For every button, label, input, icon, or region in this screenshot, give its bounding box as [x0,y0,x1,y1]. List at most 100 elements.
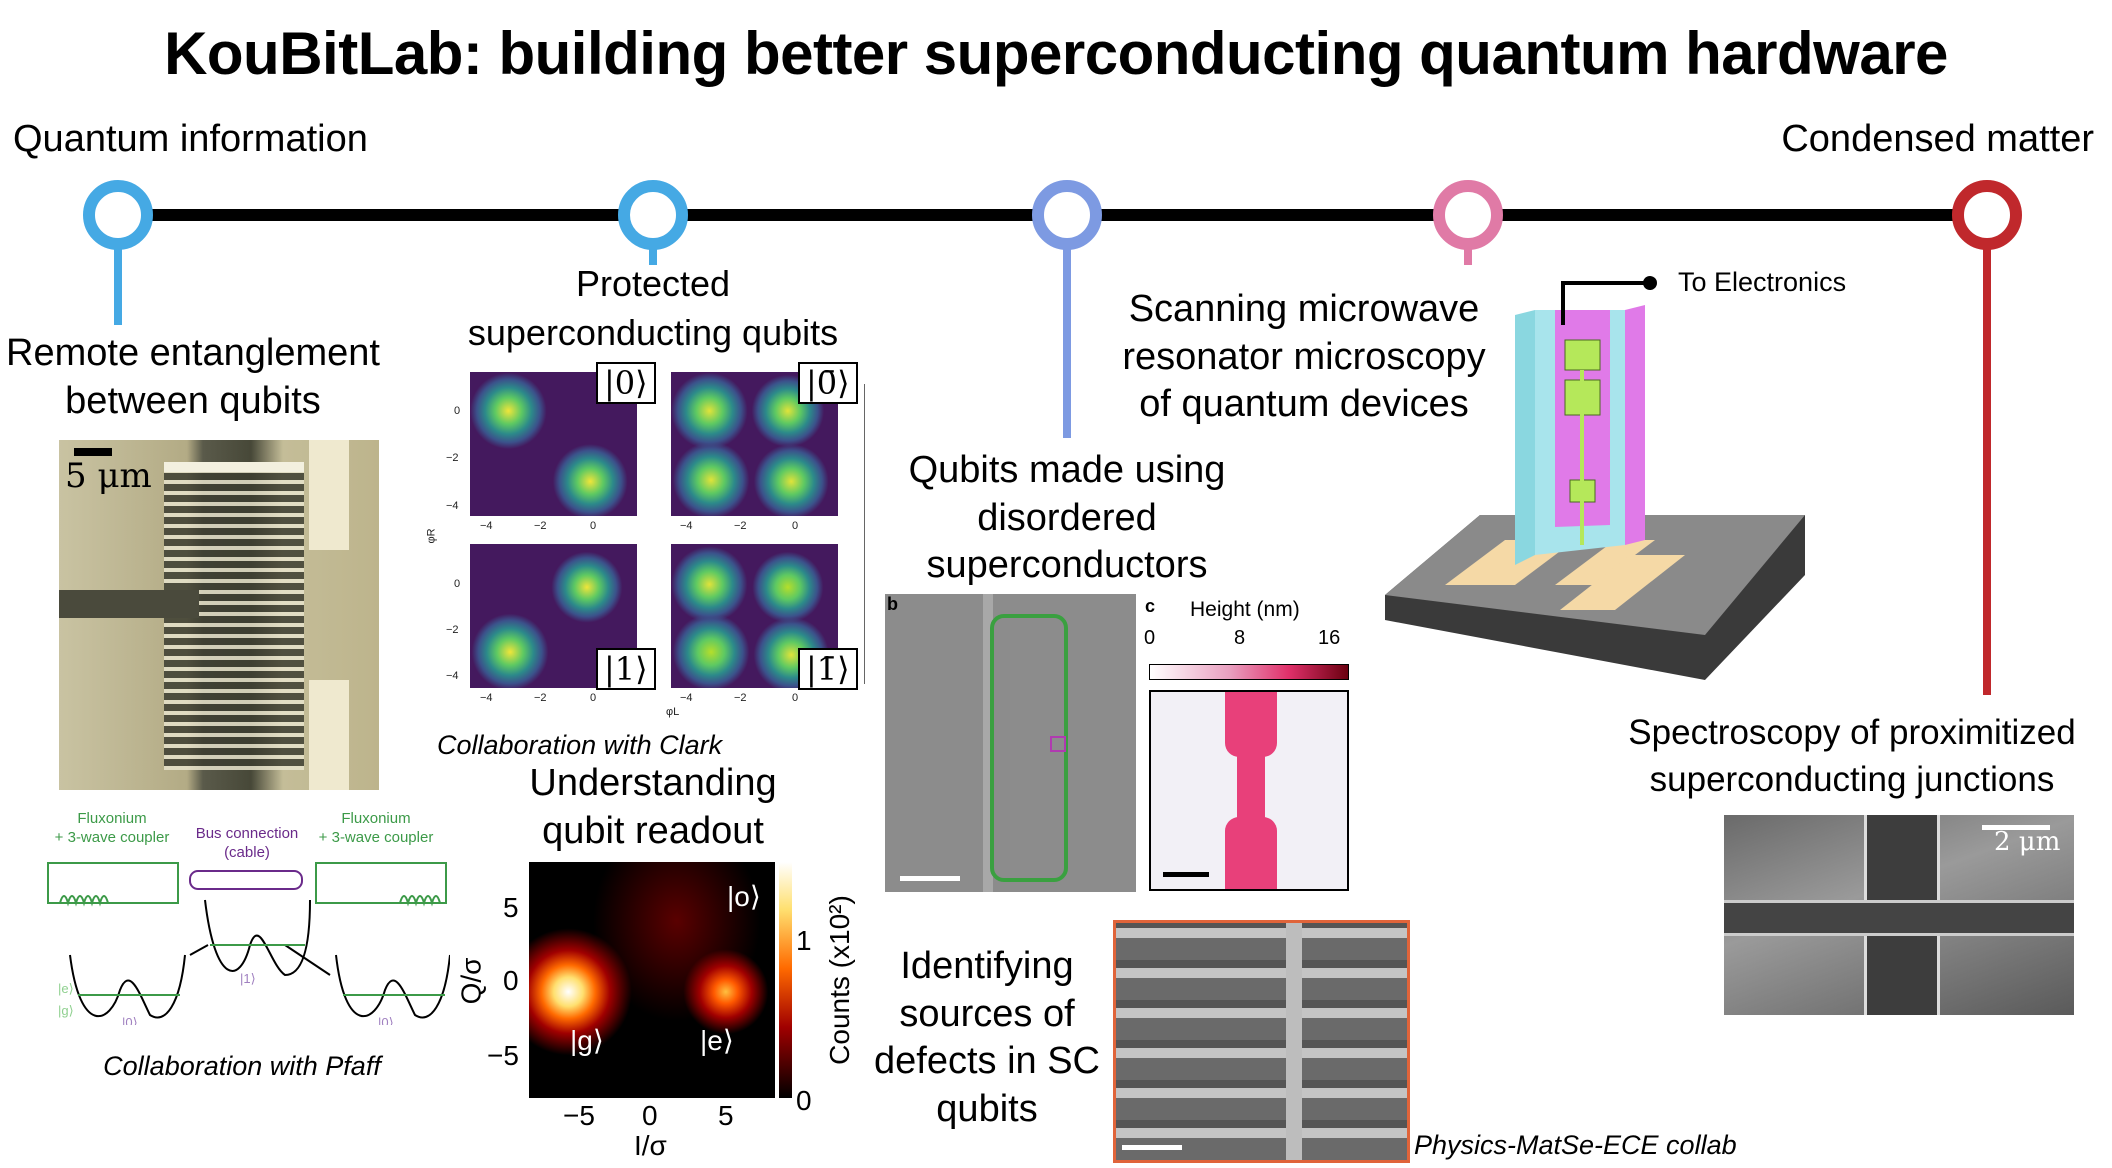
xtick: −5 [563,1100,595,1131]
cable-label: (cable) [224,844,270,861]
ket-0-label: |0⟩ [596,362,656,404]
disordered-title: Qubits made using disordered superconduc… [909,447,1226,590]
defects-line2: sources of [899,992,1075,1035]
ket-e-label: |e⟩ [58,981,74,996]
timeline-right-label: Condensed matter [1781,118,2094,160]
state-g-label: |g⟩ [570,1025,604,1056]
clark-collab: Collaboration with Clark [437,730,723,760]
scanning-line3: of quantum devices [1139,383,1469,425]
state-e-label: |e⟩ [700,1025,734,1056]
fluxonium-right-label: Fluxonium [341,810,410,827]
y-axis-label: φR [425,528,438,544]
device-micrograph: 5 μm [59,440,379,790]
panel-c-label: c [1145,596,1156,616]
timeline-stem-remote [114,215,122,325]
ytick: 0 [454,405,461,417]
state-o-label: |o⟩ [727,881,761,912]
defects-collab: Physics-MatSe-ECE collab [1414,1130,1737,1160]
ytick: 5 [503,892,519,923]
xtick: 0 [792,692,799,704]
ket-0bar-label: |0̄⟩ [798,362,858,404]
disordered-line1: Qubits made using [908,449,1226,491]
slide-title: KouBitLab: building better superconducti… [164,20,1948,87]
ket-1-label: |1⟩ [596,648,656,690]
protected-title-line1: Protected [575,263,731,304]
xtick: −4 [480,520,493,532]
readout-title: Understanding qubit readout [529,760,776,855]
defects-line1: Identifying [900,945,1074,987]
defects-line3: defects in SC [874,1040,1100,1082]
remote-title: Remote entanglement between qubits [6,330,380,425]
spectroscopy-title: Spectroscopy of proximitized superconduc… [1628,709,2075,804]
ytick: −4 [446,500,459,512]
xtick: 5 [718,1100,734,1131]
ytick: −2 [446,452,459,464]
timeline-stem-disordered [1063,215,1071,438]
disordered-line2: disordered [977,496,1157,539]
height-tick: 16 [1318,627,1341,649]
xtick: −4 [480,692,493,704]
coupler-left-label: + 3-wave coupler [55,829,170,846]
ket-g-label: |g⟩ [58,1003,74,1018]
timeline-node-protected [618,180,688,250]
ytick: 0 [503,965,519,996]
spectroscopy-line1: Spectroscopy of proximitized [1628,713,2076,752]
coupler-right-label: + 3-wave coupler [319,829,434,846]
height-label: Height (nm) [1190,598,1300,621]
cbar-tick: 1 [796,925,812,956]
cbar-label: Counts (x10²) [824,895,855,1065]
readout-colorbar [779,862,792,1098]
readout-title-line2: qubit readout [542,809,764,852]
sem-qubit-image: b [885,594,1136,892]
xtick: 0 [590,692,597,704]
x-axis-label: I/σ [634,1130,667,1161]
ytick: −4 [446,670,459,682]
height-tick: 0 [1144,627,1156,649]
defects-line4: qubits [936,1087,1038,1130]
height-tick: 8 [1234,627,1246,649]
defects-title: Identifying sources of defects in SC qub… [874,943,1100,1133]
afm-height-map [1149,690,1349,891]
readout-title-line1: Understanding [529,762,777,804]
wavefunction-grid: |0⟩ |0̄⟩ |1⟩ |1̄⟩ 0 −2 −4 0 −2 −4 −4 −2 … [424,360,884,720]
ket1-label: |1⟩ [240,971,256,986]
ket0-right-label: |0⟩ [378,1015,394,1025]
timeline-left-label: Quantum information [13,118,368,160]
scalebar-label: 5 μm [65,456,152,496]
timeline-node-spectroscopy [1952,180,2022,250]
timeline-node-disordered [1032,180,1102,250]
ytick: −5 [487,1040,519,1071]
xtick: 0 [792,520,799,532]
xtick: −4 [680,692,693,704]
pfaff-collab: Collaboration with Pfaff [103,1051,381,1081]
remote-title-line1: Remote entanglement [6,332,380,374]
ytick: −2 [446,624,459,636]
xtick: 0 [590,520,597,532]
protected-title-line2: superconducting qubits [467,311,839,353]
junction-sem-image: 2 μm [1724,815,2074,1015]
disordered-line3: superconductors [926,544,1208,586]
spectroscopy-line2: superconducting junctions [1649,760,2055,800]
remote-title-line2: between qubits [65,379,321,422]
y-axis-label: Q/σ [455,957,487,1005]
timeline-stem-spectroscopy [1983,215,1991,695]
timeline-node-scanning [1433,180,1503,250]
fluxonium-left-label: Fluxonium [77,810,146,827]
xtick: −2 [534,692,547,704]
x-axis-label: φL [666,706,680,718]
ket0-left-label: |0⟩ [122,1015,138,1025]
scanning-title: Scanning microwave resonator microscopy … [1122,286,1485,429]
wavefunction-plot-1 [470,544,637,688]
xtick: 0 [642,1100,658,1131]
scanning-line2: resonator microscopy [1122,335,1486,378]
microscope-schematic [1385,276,1805,680]
bus-label: Bus connection [196,825,299,842]
xtick: −2 [534,520,547,532]
xtick: −2 [734,520,747,532]
cbar-tick: 0 [796,1085,812,1116]
xtick: −4 [680,520,693,532]
panel-b-label: b [887,594,898,614]
scalebar-label: 2 μm [1994,827,2061,857]
xtick: −2 [734,692,747,704]
scanning-line1: Scanning microwave [1128,288,1480,330]
